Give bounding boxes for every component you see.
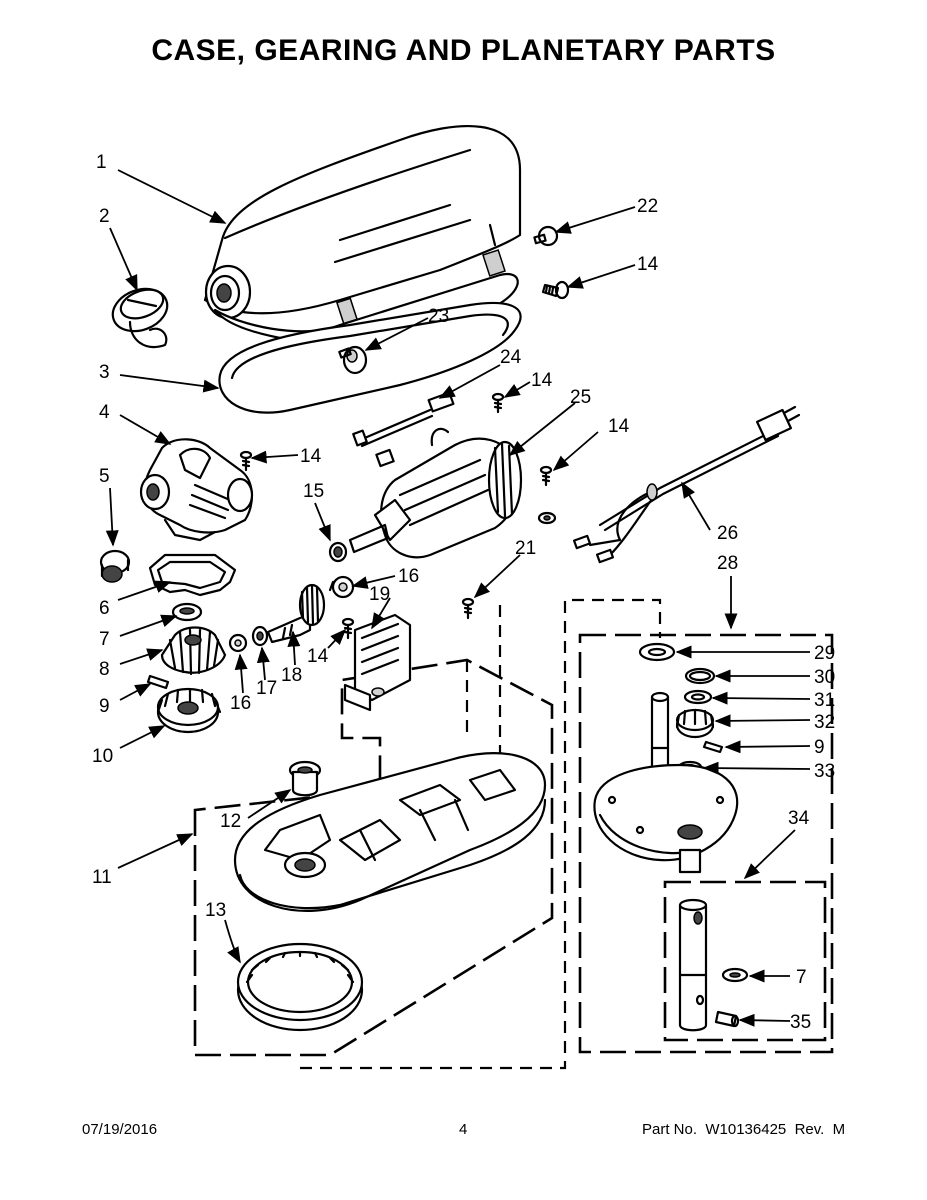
part-bearing-15: [328, 541, 348, 563]
callout-3: 3: [99, 362, 110, 383]
part-wire-harness: [352, 391, 455, 448]
callout-24: 24: [500, 347, 522, 368]
part-pin-left: [146, 674, 170, 690]
part-ring-gear: [236, 942, 364, 1032]
callout-13: 13: [205, 900, 226, 921]
part-screw-22: [533, 225, 559, 247]
callout-14-a: 14: [637, 254, 659, 275]
callout-18: 18: [281, 665, 302, 686]
callout-4: 4: [99, 402, 110, 423]
callout-23: 23: [428, 306, 449, 327]
part-screw-14-top: [541, 280, 570, 300]
callout-14-b: 14: [300, 446, 322, 467]
part-control-bracket: [343, 613, 412, 712]
callout-29: 29: [814, 643, 835, 664]
part-screw-14-motor: [491, 392, 505, 414]
callout-31: 31: [814, 690, 835, 711]
callout-11: 11: [92, 867, 112, 888]
callout-5: 5: [99, 466, 110, 487]
part-screw-14-left: [239, 450, 253, 472]
callout-14-d: 14: [608, 416, 630, 437]
callout-33: 33: [814, 761, 835, 782]
part-bushing: [288, 760, 322, 797]
part-gasket-29: [638, 642, 676, 662]
callout-14-c: 14: [531, 370, 553, 391]
callout-labels: 1 2 3 4 5 6 7 8 9 10 11 12 13 14 14 14 1…: [92, 152, 835, 1033]
callout-32: 32: [814, 712, 835, 733]
part-worm-shaft-18: [266, 583, 326, 644]
part-screw-21: [461, 597, 475, 620]
part-retaining-ring-17: [251, 625, 269, 647]
callout-21: 21: [515, 538, 536, 559]
footer-part-number: Part No. W10136425 Rev. M: [642, 1121, 846, 1138]
part-follower-gear: [156, 687, 222, 734]
part-trim-band: [218, 301, 522, 414]
callout-2: 2: [99, 206, 110, 227]
part-beater-shaft: [678, 898, 708, 1032]
part-screw-14-cord: [537, 465, 557, 525]
callout-16-b: 16: [230, 693, 251, 714]
callout-30: 30: [814, 667, 835, 688]
part-gear-32: [675, 708, 715, 739]
part-washer-31: [683, 689, 713, 705]
part-motor: [348, 427, 523, 559]
callout-7-lower: 7: [796, 967, 807, 988]
part-gear-housing: [139, 438, 254, 542]
callout-9-right: 9: [814, 737, 825, 758]
callout-6: 6: [99, 598, 110, 619]
callout-28: 28: [717, 553, 738, 574]
part-screw-14-mid: [341, 617, 355, 640]
part-retaining-ring-30: [684, 667, 716, 685]
leader-lines: [105, 169, 811, 1027]
callout-12: 12: [220, 811, 241, 832]
callout-16-a: 16: [398, 566, 419, 587]
callout-25: 25: [570, 387, 591, 408]
callout-10: 10: [92, 746, 113, 767]
callout-35: 35: [790, 1012, 811, 1033]
callout-1: 1: [96, 152, 107, 173]
footer-page-number: 4: [459, 1121, 468, 1138]
callout-9: 9: [99, 696, 110, 717]
part-pin-right: [702, 740, 724, 754]
callout-34: 34: [788, 808, 810, 829]
part-pin-35: [714, 1010, 740, 1028]
part-hub-cap: [111, 287, 169, 348]
part-bearing-16-right: [328, 575, 355, 599]
callout-19: 19: [369, 584, 390, 605]
page-title: CASE, GEARING AND PLANETARY PARTS: [151, 34, 776, 67]
part-washer-16-left: [228, 633, 248, 653]
callout-17: 17: [256, 678, 277, 699]
callout-7: 7: [99, 629, 110, 650]
footer-date: 07/19/2016: [82, 1121, 158, 1138]
part-power-cord: [572, 405, 801, 564]
part-seal-top: [171, 602, 203, 622]
callout-8: 8: [99, 659, 110, 680]
callout-22: 22: [637, 196, 658, 217]
assembly-outline-base: [193, 605, 554, 1057]
callout-15: 15: [303, 481, 324, 502]
part-bevel-gear: [160, 626, 227, 676]
part-bevel-plug: [99, 549, 131, 583]
part-base: [233, 752, 547, 912]
part-thumb-screw: [338, 345, 368, 375]
callout-26: 26: [717, 523, 738, 544]
part-planetary-carrier: [593, 691, 739, 874]
assembly-outline-planetary: [300, 598, 834, 1070]
part-gasket: [148, 553, 237, 597]
part-seal-7-lower: [721, 967, 749, 983]
callout-14-e: 14: [307, 646, 329, 667]
